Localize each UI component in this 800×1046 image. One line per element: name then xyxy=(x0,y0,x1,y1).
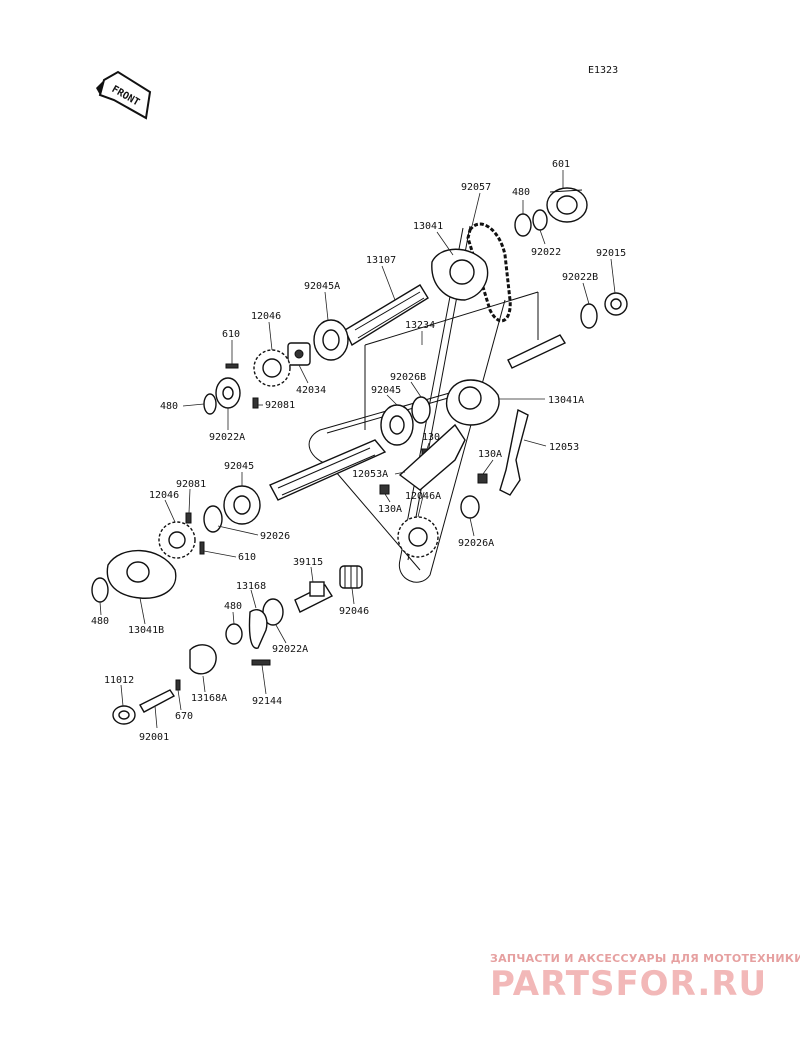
label-130A-right: 130A xyxy=(478,449,502,460)
label-92022A-low: 92022A xyxy=(272,644,308,655)
part-480-top-circlip xyxy=(514,213,532,237)
reference-lines xyxy=(364,291,539,430)
part-92081-low-spring xyxy=(185,512,192,524)
label-92081-low: 92081 xyxy=(176,479,206,490)
part-12053A-bracket xyxy=(398,423,466,491)
part-130A-mid-bolt xyxy=(379,484,390,495)
label-92022B: 92022B xyxy=(562,272,598,283)
label-610-top: 610 xyxy=(222,329,240,340)
label-92046: 92046 xyxy=(339,606,369,617)
label-13168: 13168 xyxy=(236,581,266,592)
part-13041-sprocket xyxy=(431,248,489,301)
label-92001: 92001 xyxy=(139,732,169,743)
label-92045-mid: 92045 xyxy=(371,385,401,396)
part-42034-hub xyxy=(287,342,311,366)
part-13107-splined-shaft xyxy=(344,284,429,347)
label-130A-mid: 130A xyxy=(378,504,402,515)
leader-lines xyxy=(99,170,616,729)
part-92144-spring xyxy=(251,659,271,666)
label-92144: 92144 xyxy=(252,696,282,707)
part-13168A-cam xyxy=(189,644,217,675)
label-42034: 42034 xyxy=(296,385,326,396)
part-670-pin xyxy=(175,679,181,691)
part-480-bottom-circlip xyxy=(91,577,109,603)
label-670: 670 xyxy=(175,711,193,722)
label-13041: 13041 xyxy=(413,221,443,232)
part-92045-low-bearing xyxy=(223,485,261,525)
label-13107: 13107 xyxy=(366,255,396,266)
watermark-tagline: ЗАПЧАСТИ И АКСЕССУАРЫ ДЛЯ МОТОТЕХНИКИ xyxy=(490,952,800,965)
part-92045A-bearing xyxy=(313,319,349,361)
part-92001-bolt xyxy=(139,689,176,713)
label-92026B: 92026B xyxy=(390,372,426,383)
part-480-left-circlip xyxy=(203,393,217,415)
label-480-bottom: 480 xyxy=(91,616,109,627)
label-92022A-left: 92022A xyxy=(209,432,245,443)
label-130: 130 xyxy=(422,432,440,443)
part-92015-nut xyxy=(604,292,628,316)
label-480-low: 480 xyxy=(224,601,242,612)
part-92022B-washer xyxy=(580,303,598,329)
part-12046-low-gear xyxy=(158,521,196,559)
front-arrow-icon: FRONT xyxy=(96,70,152,120)
label-12046-low: 12046 xyxy=(149,490,179,501)
label-92022-top: 92022 xyxy=(531,247,561,258)
timing-chain-upper xyxy=(466,222,512,323)
part-601-bearing xyxy=(546,187,588,223)
part-13041B-sprocket xyxy=(106,549,177,599)
label-92026: 92026 xyxy=(260,531,290,542)
diagram-code: E1323 xyxy=(588,65,618,76)
label-92081-top: 92081 xyxy=(265,400,295,411)
part-92045-mid-bearing xyxy=(380,404,414,446)
label-39115: 39115 xyxy=(293,557,323,568)
part-130A-right-bolt xyxy=(477,473,488,484)
part-13168-arm xyxy=(248,609,268,649)
part-92026-washer xyxy=(203,505,223,533)
part-13234-shaft xyxy=(507,334,567,369)
part-12046-top-gear xyxy=(253,349,291,387)
label-13041A: 13041A xyxy=(548,395,584,406)
label-480-left: 480 xyxy=(160,401,178,412)
part-610-top-pin xyxy=(225,363,239,369)
part-480-low-circlip xyxy=(225,623,243,645)
label-92057: 92057 xyxy=(461,182,491,193)
label-13168A: 13168A xyxy=(191,693,227,704)
part-13041A-sprocket xyxy=(446,379,500,426)
label-12053A: 12053A xyxy=(352,469,388,480)
label-11012: 11012 xyxy=(104,675,134,686)
label-610-low: 610 xyxy=(238,552,256,563)
part-12053-lever xyxy=(499,408,529,496)
watermark-logo: PARTSFOR.RU xyxy=(490,964,767,1004)
part-main-shaft xyxy=(269,439,387,501)
label-92045-low: 92045 xyxy=(224,461,254,472)
label-92045A: 92045A xyxy=(304,281,340,292)
label-92026A: 92026A xyxy=(458,538,494,549)
part-92081-top-spring xyxy=(252,397,259,409)
part-92022-washer xyxy=(532,209,548,231)
part-39115-shaft xyxy=(294,581,334,613)
part-92022A-left-washer xyxy=(215,377,241,409)
part-92026A-washer xyxy=(460,495,480,519)
label-12053: 12053 xyxy=(549,442,579,453)
part-92026B-washer xyxy=(411,396,431,424)
label-12046-top: 12046 xyxy=(251,311,281,322)
label-13041B: 13041B xyxy=(128,625,164,636)
part-92046-needle-bearing xyxy=(339,565,363,589)
label-13234: 13234 xyxy=(405,320,435,331)
label-92015: 92015 xyxy=(596,248,626,259)
part-610-low-pin xyxy=(199,541,205,555)
label-601: 601 xyxy=(552,159,570,170)
part-11012-cap xyxy=(112,705,136,725)
part-12046A-gear xyxy=(397,516,439,558)
label-480-top: 480 xyxy=(512,187,530,198)
label-12046A: 12046A xyxy=(405,491,441,502)
